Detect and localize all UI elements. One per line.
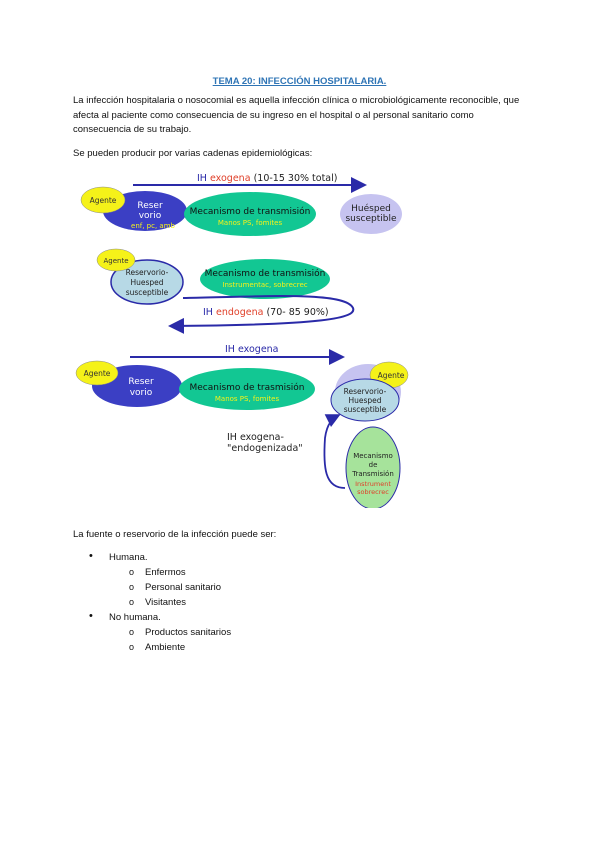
chains-intro: Se pueden producir por varias cadenas ep… <box>73 148 313 159</box>
mec-vertical-label-2: de <box>369 461 378 469</box>
mec-vertical-label-3: Transmisión <box>351 470 394 478</box>
reservorio-label-3: Reser <box>128 377 154 387</box>
res-huesped-node <box>110 259 184 305</box>
mecanismo-label-2: Mecanismo de transmisión <box>205 268 326 279</box>
list-item: Productos sanitarios <box>109 625 231 640</box>
mec-vertical-sub: Instrument <box>355 480 391 488</box>
mec-vertical-sub-2: sobrecrec <box>357 488 389 496</box>
res-huesped-label-2: Huesped <box>130 278 163 287</box>
endogenizada-label: IH exogena- <box>227 432 284 443</box>
huesped-node <box>340 194 402 234</box>
reservorio-label-2: vorio <box>139 211 162 221</box>
mec-vertical-label: Mecanismo <box>353 452 393 460</box>
source-intro: La fuente o reservorio de la infección p… <box>73 529 277 540</box>
agente-node <box>80 186 126 214</box>
huesped-label-2: susceptible <box>345 214 397 224</box>
res-huesped-label-6: susceptible <box>344 405 387 414</box>
source-list: Humana. Enfermos Personal sanitario Visi… <box>73 549 231 655</box>
chain-endogena: Mecanismo de transmisión Instrumentac, s… <box>96 248 355 334</box>
mecanismo-sub-3: Manos PS, fomites <box>215 395 280 403</box>
agente-label: Agente <box>90 196 117 205</box>
mecanismo-node <box>184 192 316 236</box>
mecanismo-label: Mecanismo de transmisión <box>190 206 311 217</box>
endogena-arrow <box>168 295 355 334</box>
sublist: Productos sanitarios Ambiente <box>109 625 231 655</box>
endogena-arrow-label: IH endogena (70- 85 90%) <box>203 307 329 318</box>
res-huesped-label: Reservorio- <box>126 268 169 277</box>
reservorio-sub: enf, pc, amb <box>131 222 176 230</box>
list-item: Ambiente <box>109 640 231 655</box>
mecanismo-node-2 <box>200 259 330 299</box>
intro-paragraph: La infección hospitalaria o nosocomial e… <box>73 95 520 135</box>
source-label: No humana. <box>109 612 161 623</box>
res-huesped-label-5: Huesped <box>348 396 381 405</box>
exogena-arrow-label: IH exogena (10-15 30% total) <box>197 173 337 184</box>
chain-exogena-endogenizada: IH exogena Reser vorio Agente Mecanismo … <box>75 344 409 508</box>
agente-node-3 <box>75 360 119 386</box>
list-item: Visitantes <box>109 595 231 610</box>
res-huesped-label-4: Reservorio- <box>344 387 387 396</box>
res-huesped-label-3: susceptible <box>126 288 169 297</box>
mecanismo-node-3 <box>179 368 315 410</box>
endogenizada-label-2: "endogenizada" <box>227 443 303 454</box>
res-huesped-node-2 <box>330 378 400 422</box>
agente-label-4: Agente <box>378 371 405 380</box>
mecanismo-sub: Manos PS, fomites <box>218 219 283 227</box>
sublist: Enfermos Personal sanitario Visitantes <box>109 565 231 610</box>
document-title: TEMA 20: INFECCIÓN HOSPITALARIA. <box>212 76 387 87</box>
epidemiological-chains-diagram: IH exogena (10-15 30% total) Reser vorio… <box>75 173 409 508</box>
list-item: Humana. Enfermos Personal sanitario Visi… <box>73 549 231 610</box>
reservorio-label: Reser <box>137 201 163 211</box>
agente-label-3: Agente <box>84 369 111 378</box>
list-item: Enfermos <box>109 565 231 580</box>
huesped-label: Huésped <box>351 203 391 214</box>
source-label: Humana. <box>109 552 148 563</box>
agente-node-2 <box>96 248 136 272</box>
agente-label-2: Agente <box>103 257 128 265</box>
list-item: No humana. Productos sanitarios Ambiente <box>73 609 231 655</box>
mecanismo-sub-2: Instrumentac, sobrecrec <box>222 281 307 289</box>
chain-exogena: IH exogena (10-15 30% total) Reser vorio… <box>80 173 402 236</box>
mecanismo-label-3: Mecanismo de trasmisión <box>189 382 304 393</box>
list-item: Personal sanitario <box>109 580 231 595</box>
mecanismo-vertical-node <box>345 426 401 508</box>
exogena-arrow-2-label: IH exogena <box>225 344 279 355</box>
endogenizada-arrow <box>323 414 346 489</box>
reservorio-label-4: vorio <box>130 388 153 398</box>
